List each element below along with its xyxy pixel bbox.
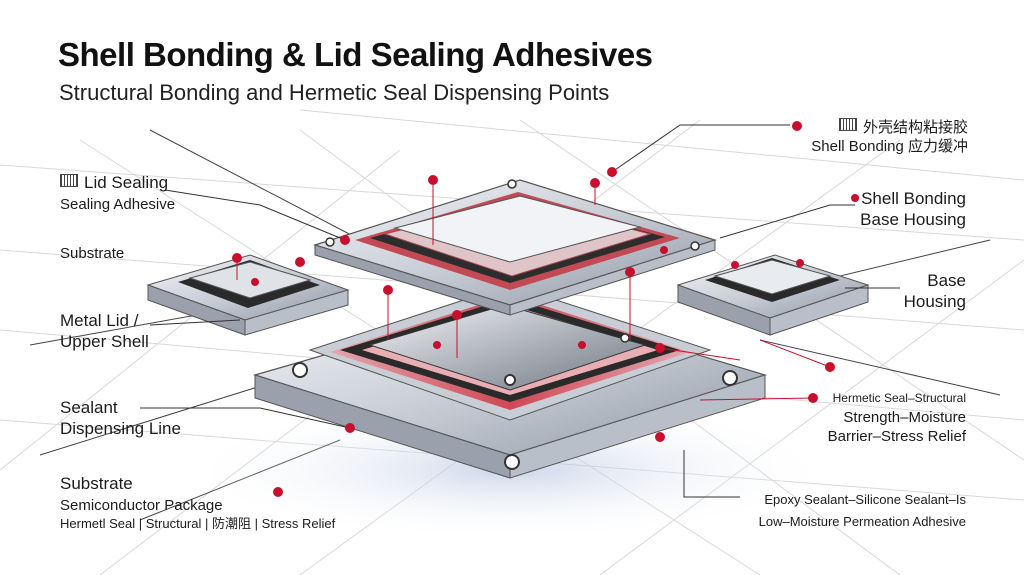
label-top-right-line2: Shell Bonding 应力缓冲 <box>811 138 968 155</box>
label-shell-bonding-top: 外壳结构粘接胶 Shell Bonding 应力缓冲 <box>810 118 968 156</box>
label-hermetic-line2: Strength–Moisture <box>843 409 966 426</box>
chinese-glyph-icon <box>60 174 78 187</box>
label-lid-sealing-line1: Lid Sealing <box>84 173 169 192</box>
leader-lines <box>140 124 900 498</box>
label-hermetic: Hermetic Seal–Structural Strength–Moistu… <box>780 388 966 446</box>
label-base-housing-line1: Base <box>927 271 966 290</box>
label-base-housing-line2: Housing <box>903 292 966 311</box>
label-shell-bonding-base: Shell Bonding Base Housing <box>810 188 966 230</box>
page-title: Shell Bonding & Lid Sealing Adhesives <box>58 36 653 73</box>
label-substrate-pkg-line1: Substrate <box>60 474 133 493</box>
label-epoxy: Epoxy Sealant–Silicone Sealant–Is Low–Mo… <box>720 490 966 535</box>
label-lid-sealing: Lid Sealing Sealing Adhesive <box>60 172 175 215</box>
label-metal-lid-line2: Upper Shell <box>60 332 149 351</box>
chinese-glyph-icon <box>838 118 857 131</box>
middle-chip-assembly <box>308 284 712 421</box>
label-epoxy-line1: Epoxy Sealant–Silicone Sealant–Is <box>764 492 966 507</box>
label-substrate-pkg-line2: Semiconductor Package <box>60 497 223 514</box>
label-substrate-package: Substrate Semiconductor Package <box>60 473 223 516</box>
dispense-points <box>232 121 859 497</box>
top-lid <box>312 179 718 316</box>
label-epoxy-line2: Low–Moisture Permeation Adhesive <box>758 514 966 529</box>
right-module <box>676 254 870 336</box>
label-substrate: Substrate <box>60 244 124 263</box>
label-metal-lid-line1: Metal Lid / <box>60 311 139 330</box>
label-hermetic-line3: Barrier–Stress Relief <box>827 428 966 445</box>
label-hermetic-line1: Hermetic Seal–Structural <box>832 391 966 405</box>
label-shell-bonding-line1: Shell Bonding <box>861 189 966 208</box>
label-top-right-line1: 外壳结构粘接胶 <box>862 119 968 136</box>
left-module <box>146 254 350 336</box>
label-metal-lid: Metal Lid / Upper Shell <box>60 310 149 352</box>
page-subtitle: Structural Bonding and Hermetic Seal Dis… <box>59 80 610 105</box>
label-shell-bonding-line2: Base Housing <box>860 210 966 229</box>
label-base-housing: Base Housing <box>860 270 966 312</box>
label-sealant-line1: Sealant <box>60 398 118 417</box>
label-lid-sealing-line2: Sealing Adhesive <box>60 196 176 213</box>
label-substrate-text: Substrate <box>60 245 125 262</box>
footer-keywords: Hermetl Seal | Structural | 防潮阻 | Stress… <box>60 516 336 531</box>
label-sealant: Sealant Dispensing Line <box>60 397 181 439</box>
label-sealant-line2: Dispensing Line <box>60 419 181 438</box>
